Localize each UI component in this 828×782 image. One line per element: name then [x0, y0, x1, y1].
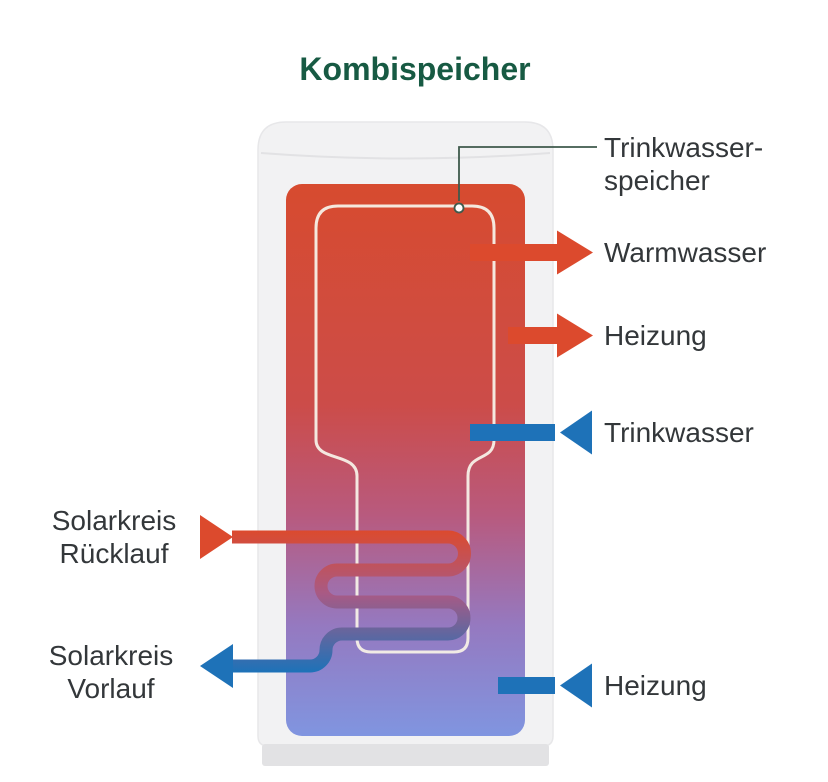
trinkwasserspeicher-vessel: [314, 204, 496, 654]
label-heizung-bottom: Heizung: [604, 670, 707, 701]
label-solarkreis-ruecklauf-line2: Rücklauf: [60, 538, 169, 569]
page-title: Kombispeicher: [299, 51, 530, 87]
label-solarkreis-vorlauf-line1: Solarkreis: [49, 640, 173, 671]
solar-vorlauf-arrow-icon: [200, 644, 233, 688]
tank-base: [262, 744, 549, 766]
solar-ruecklauf-arrow-icon: [200, 515, 233, 559]
heizung-flow-arrow-icon: [508, 313, 593, 358]
label-solarkreis-ruecklauf-line1: Solarkreis: [52, 505, 176, 536]
label-solarkreis-vorlauf-line2: Vorlauf: [67, 673, 154, 704]
tank-lid-seam: [260, 152, 551, 160]
label-trinkwasser: Trinkwasser: [604, 417, 754, 448]
warmwasser-arrow-icon: [470, 230, 593, 275]
pointer-dot: [453, 202, 465, 214]
trinkwasser-arrow-icon: [470, 410, 592, 455]
pointer-line: [458, 146, 597, 201]
heizung-return-arrow-icon: [498, 663, 592, 708]
label-heizung-top: Heizung: [604, 320, 707, 351]
label-warmwasser: Warmwasser: [604, 237, 766, 268]
label-trinkwasserspeicher-line1: Trinkwasser-: [604, 132, 763, 163]
label-trinkwasserspeicher-line2: speicher: [604, 165, 710, 196]
solar-coil: [232, 530, 471, 673]
